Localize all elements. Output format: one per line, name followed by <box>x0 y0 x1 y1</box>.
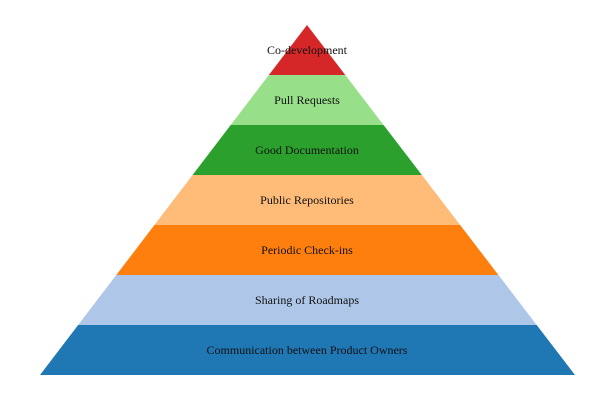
pyramid-level-3-label: Good Documentation <box>255 143 359 157</box>
pyramid-level-7-label: Communication between Product Owners <box>207 343 408 357</box>
pyramid-level-2-label: Pull Requests <box>274 93 340 107</box>
pyramid-level-4 <box>154 175 461 225</box>
pyramid-level-2 <box>230 75 384 125</box>
pyramid-layers <box>40 25 575 375</box>
pyramid-level-3 <box>192 125 422 175</box>
pyramid-level-5 <box>116 225 499 275</box>
pyramid-level-7 <box>40 325 575 375</box>
pyramid-level-4-label: Public Repositories <box>260 193 354 207</box>
pyramid-level-5-label: Periodic Check-ins <box>261 243 353 257</box>
pyramid-level-1 <box>268 25 346 75</box>
pyramid-level-6 <box>78 275 537 325</box>
pyramid-level-1-label: Co-development <box>267 43 348 57</box>
pyramid-level-6-label: Sharing of Roadmaps <box>255 293 359 307</box>
